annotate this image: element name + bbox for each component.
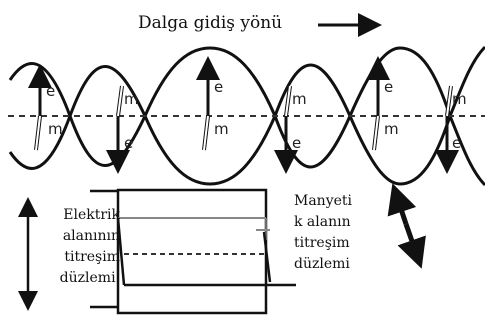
magnetic-wave-curve [8, 45, 485, 186]
label-m: m [292, 90, 307, 108]
label-m: m [124, 90, 139, 108]
label-e: e [384, 78, 393, 96]
magnetic-field-vectors [34, 85, 453, 151]
label-m: m [384, 120, 399, 138]
electric-field-vectors [28, 56, 459, 174]
electric-wave-curve [8, 46, 485, 187]
plane-box [116, 188, 268, 315]
wave-direction-label: Dalga gidiş yönü [138, 13, 283, 33]
label-m: m [48, 120, 63, 138]
label-e: e [292, 134, 301, 152]
label-e: e [46, 82, 55, 100]
label-e: e [214, 78, 223, 96]
label-e: e [452, 134, 461, 152]
magnetic-vibration-arrow [387, 183, 417, 225]
label-e: e [124, 134, 133, 152]
magnetic-plane-label: Manyeti k alanın titreşim düzlemi [294, 193, 352, 272]
label-m: m [452, 90, 467, 108]
label-m: m [214, 120, 229, 138]
electric-plane-label: Elektrik alanının titreşim düzlemi. [59, 207, 120, 286]
